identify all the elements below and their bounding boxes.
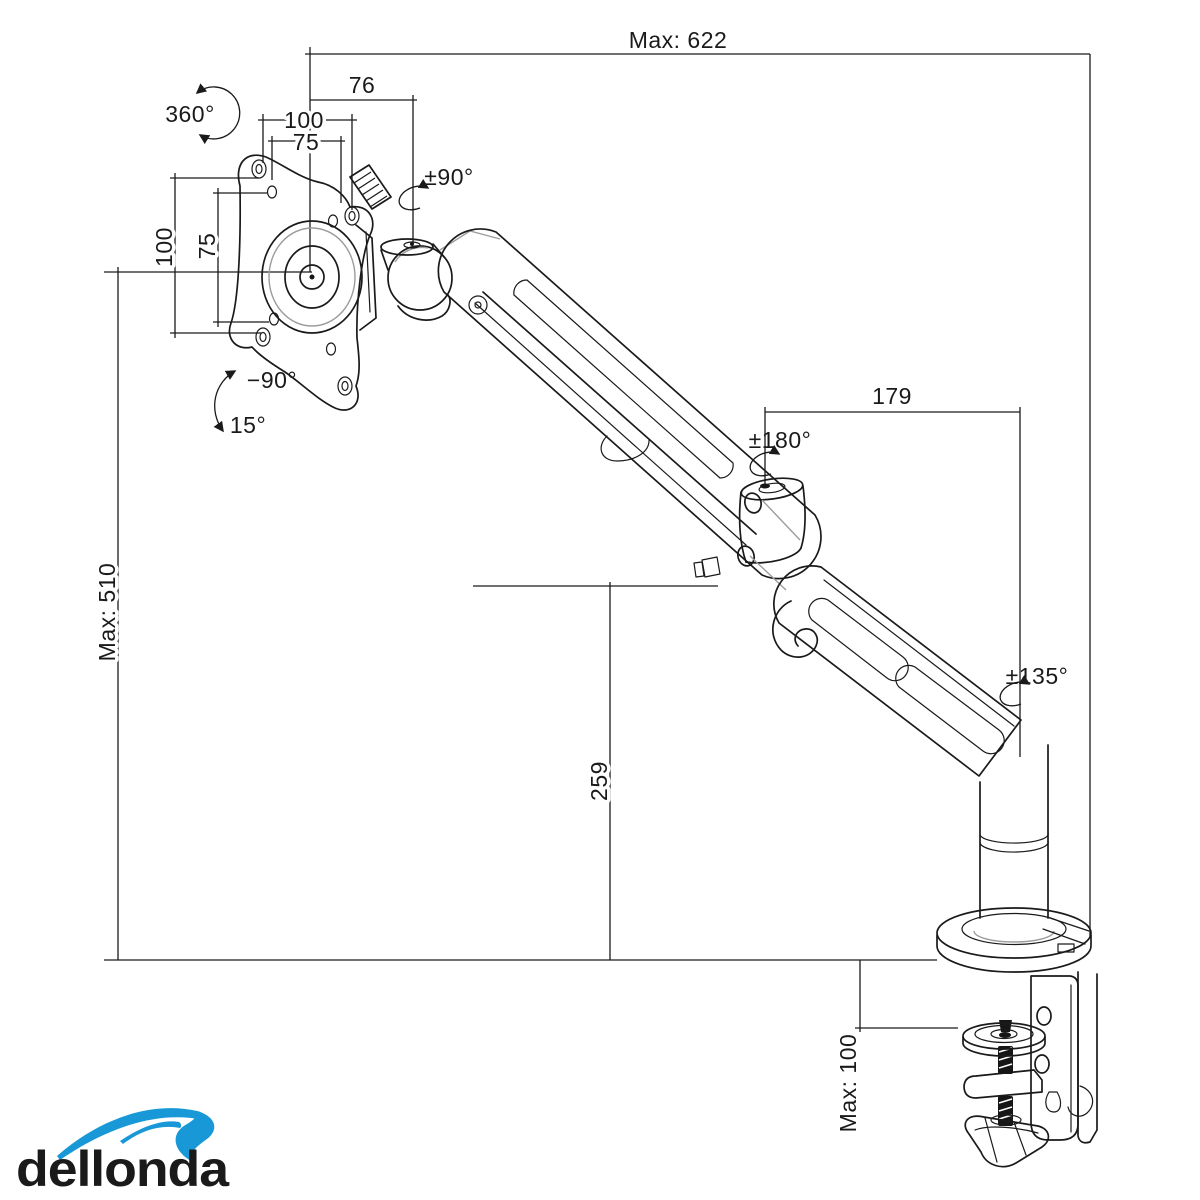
rot-label-180: ±180° <box>749 427 812 453</box>
rot-label-15: 15° <box>230 412 266 438</box>
dim-label-max-622: Max: 622 <box>629 27 728 53</box>
dim-label-76: 76 <box>349 72 376 98</box>
rot-label-90: ±90° <box>424 164 473 190</box>
upper-arm <box>437 228 822 580</box>
swivel-135-icon <box>999 674 1031 707</box>
cable-hook-icon <box>772 600 819 658</box>
clamp-hook-icon <box>1067 1085 1094 1117</box>
tilt-arc-icon <box>213 370 237 433</box>
dim-label-vesa-h75: 75 <box>194 233 220 260</box>
rot-label-360: 360° <box>165 101 215 127</box>
dim-label-vesa-w75: 75 <box>293 129 320 155</box>
rotation-arrows <box>195 83 1031 707</box>
ball-joint <box>355 224 501 331</box>
base-disc <box>936 907 1092 973</box>
dim-label-vesa-w100: 100 <box>284 107 324 133</box>
desk-clamp <box>962 971 1098 1168</box>
vesa-plate <box>228 154 392 411</box>
dim-label-max-510: Max: 510 <box>94 563 120 662</box>
monitor-arm <box>228 154 1098 1168</box>
brand-text: dellonda <box>16 1141 230 1197</box>
quick-release-tab <box>349 164 392 210</box>
rotate-360-icon <box>195 83 241 145</box>
swivel-180-icon <box>749 444 781 477</box>
rot-label-neg90: −90° <box>247 367 297 393</box>
rot-label-135: ±135° <box>1006 663 1069 689</box>
cable-clip-icon <box>600 435 650 462</box>
elbow-joint <box>693 477 806 591</box>
pole <box>979 744 1049 919</box>
dim-label-max-100: Max: 100 <box>835 1034 861 1133</box>
rotation-labels: 360° ±90° −90° 15° ±180° ±135° <box>165 101 1068 689</box>
clamp-knob <box>964 1114 1050 1168</box>
logo: dellonda <box>16 1108 231 1197</box>
dimension-lines <box>104 47 1091 1032</box>
logo-wave-icon <box>57 1108 215 1162</box>
lower-arm <box>772 565 1022 777</box>
pressure-pad <box>962 1022 1046 1057</box>
dim-label-vesa-h100: 100 <box>151 227 177 267</box>
dim-label-179: 179 <box>872 383 912 409</box>
dim-label-259: 259 <box>586 761 612 801</box>
swivel-90-icon <box>398 178 430 211</box>
dimension-labels: Max: 622 76 100 75 100 75 Max: 510 259 1… <box>91 27 912 1133</box>
